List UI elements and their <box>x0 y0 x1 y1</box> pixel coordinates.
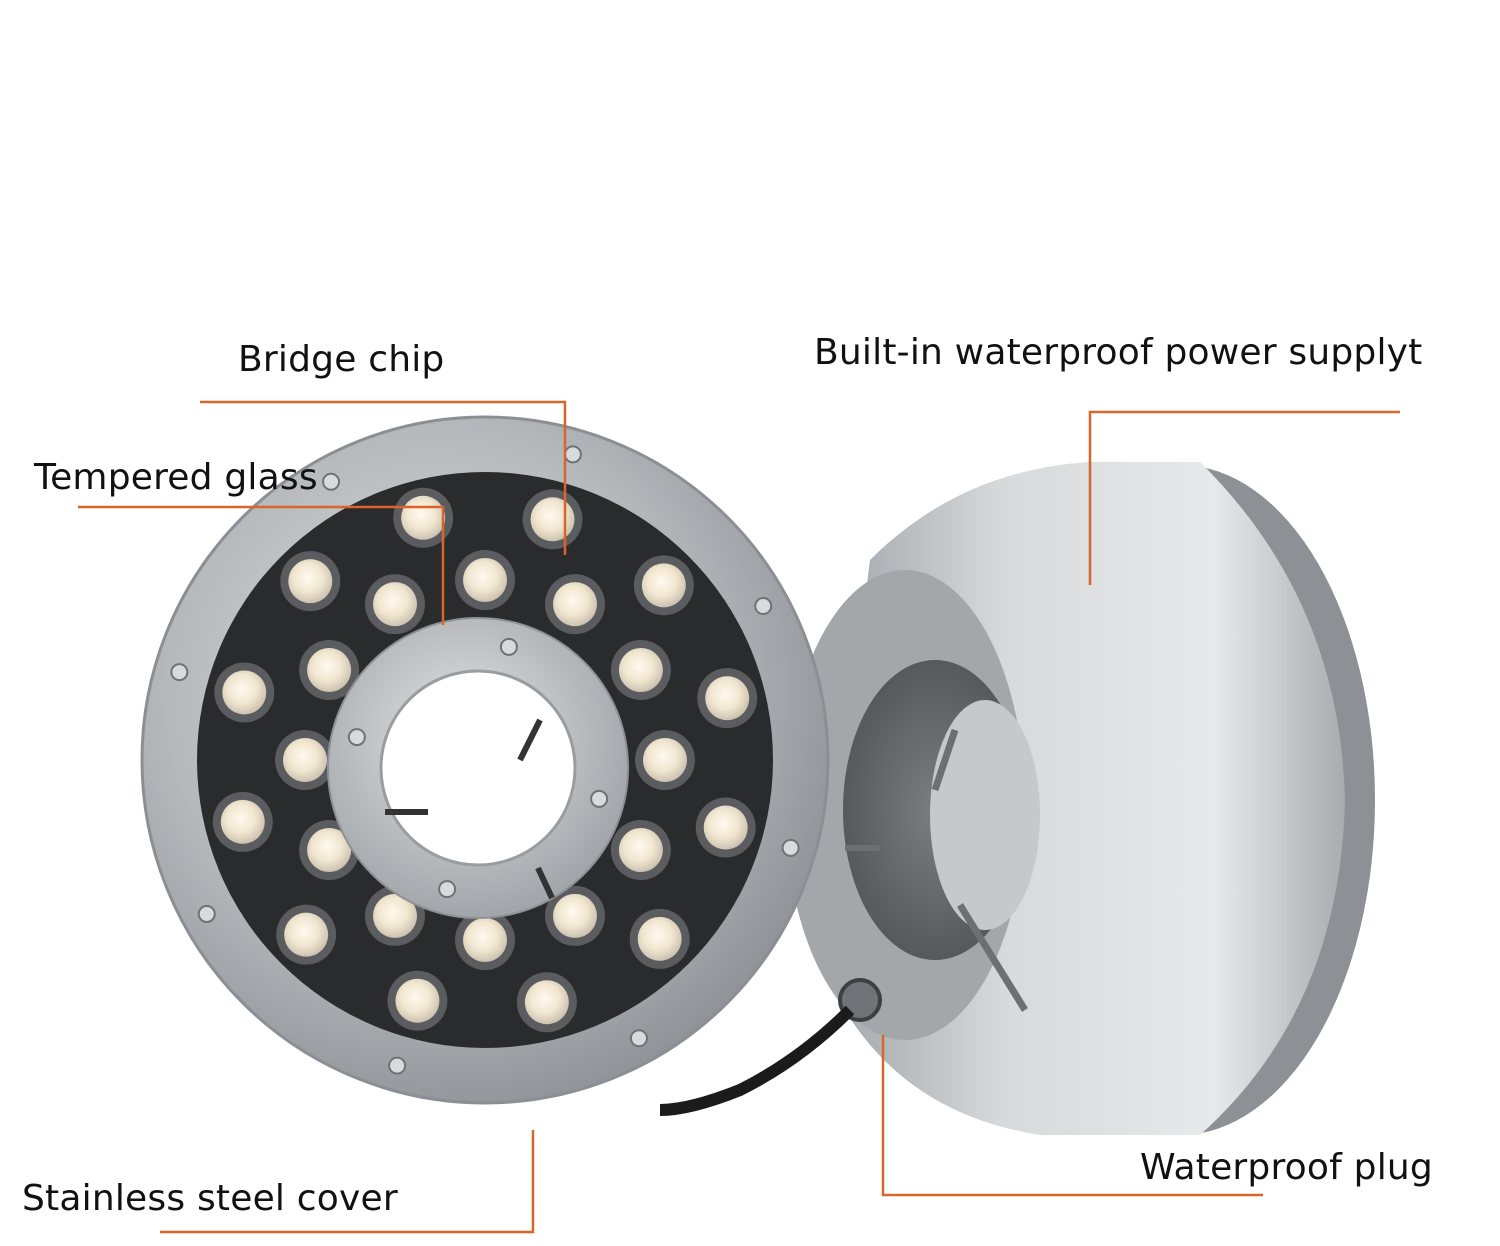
led-lens <box>703 805 748 850</box>
screw-icon <box>347 728 366 747</box>
housing-bolt <box>931 728 959 792</box>
led-lens <box>643 738 687 782</box>
screw-icon <box>197 904 216 923</box>
led-lens <box>288 559 333 604</box>
led-lens <box>222 670 267 715</box>
screw-icon <box>590 789 609 808</box>
led-lens <box>618 648 663 692</box>
led-lens <box>530 497 575 542</box>
screw-icon <box>629 1029 648 1048</box>
led-lens <box>307 648 352 692</box>
screw-icon <box>499 637 518 656</box>
led-lens <box>637 916 682 961</box>
housing-bolt <box>957 903 1028 1012</box>
led-lens <box>283 738 327 782</box>
power-cable <box>659 1005 855 1116</box>
waterproof-plug-label: Waterproof plug <box>1140 1147 1433 1188</box>
stainless-cover-leader <box>160 1130 535 1234</box>
power-supply-housing <box>659 462 1375 1135</box>
center-bore <box>379 669 577 867</box>
screw-icon <box>754 597 773 616</box>
led-lens <box>641 563 686 608</box>
stainless-cover-label: Stainless steel cover <box>22 1178 398 1219</box>
bridge-chip-label: Bridge chip <box>238 339 445 380</box>
screw-icon <box>170 663 189 682</box>
leader-lines <box>78 400 1400 1234</box>
power-supply-label: Built-in waterproof power supplyt <box>814 332 1423 373</box>
bridge-chip-leader <box>200 400 567 555</box>
led-lens <box>524 980 569 1025</box>
led-lens <box>401 495 446 540</box>
screw-icon <box>322 472 341 491</box>
led-lens <box>220 799 265 844</box>
led-lens <box>705 676 750 721</box>
tempered-glass-label: Tempered glass <box>34 457 318 498</box>
power-supply-leader <box>1088 410 1400 585</box>
screw-icon <box>438 880 457 899</box>
led-lens <box>373 893 417 938</box>
tempered-glass-leader <box>78 505 445 625</box>
screw-icon <box>563 445 582 464</box>
led-lens <box>284 912 329 957</box>
led-lens <box>463 918 507 962</box>
nozzle-pin <box>535 866 555 900</box>
led-lens <box>618 828 663 872</box>
screw-icon <box>781 838 800 857</box>
screw-icon <box>388 1056 407 1075</box>
led-array <box>212 487 758 1033</box>
led-lens <box>373 582 417 627</box>
housing-inner-ring <box>930 700 1040 930</box>
led-lens <box>463 558 507 602</box>
fixture-front <box>140 415 830 1105</box>
nozzle-pin <box>517 718 543 762</box>
led-lens <box>307 828 352 872</box>
led-lens <box>395 978 440 1023</box>
led-lens <box>553 893 597 938</box>
led-lens <box>553 582 597 627</box>
screw-set <box>170 445 800 1075</box>
waterproof-plug-leader <box>881 1035 1263 1197</box>
